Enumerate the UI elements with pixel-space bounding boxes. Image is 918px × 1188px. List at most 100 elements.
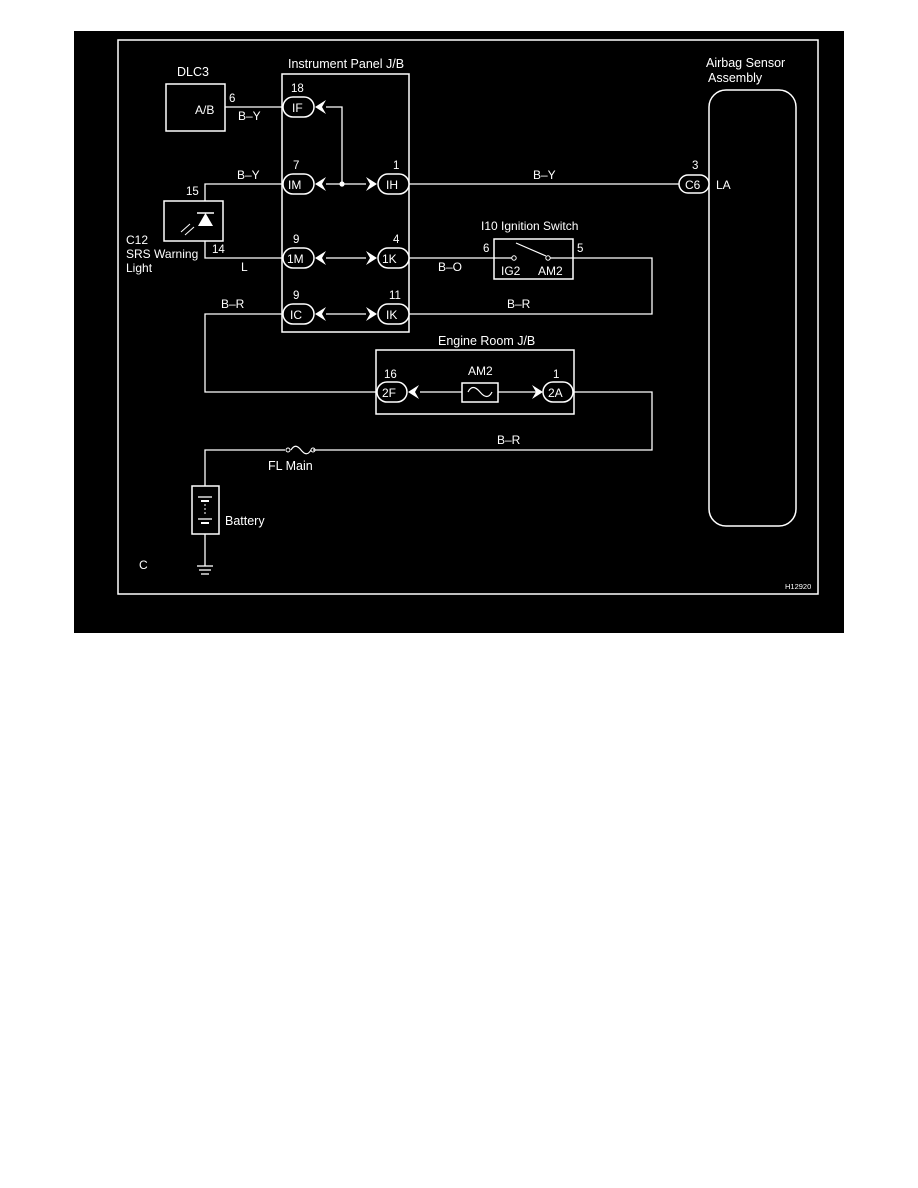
pin-1-2a: 1 <box>553 369 559 381</box>
srs-light-box <box>163 200 224 242</box>
led-ray-icon <box>184 226 195 236</box>
srs-pin-14: 14 <box>212 244 225 256</box>
wire-srs-im <box>204 183 282 201</box>
arrow-2f-icon <box>408 385 419 399</box>
ignition-label: I10 Ignition Switch <box>481 219 578 233</box>
wire-srs-1m <box>204 241 282 259</box>
wire-label-ik-br: B–R <box>507 297 531 311</box>
dlc3-label: DLC3 <box>177 65 209 79</box>
pin-18: 18 <box>291 83 304 95</box>
wires <box>204 106 709 566</box>
connector-ic-label: IC <box>290 308 302 322</box>
wire-label-im-by: B–Y <box>237 168 260 182</box>
arrow-ic-icon <box>315 307 326 321</box>
arrow-im-icon <box>315 177 326 191</box>
arrow-if-icon <box>315 100 326 114</box>
connector-2f-label: 2F <box>382 386 396 400</box>
battery: Battery <box>191 485 265 575</box>
connector-1m <box>282 247 315 269</box>
dlc3-pin-label: A/B <box>195 103 214 117</box>
pin-1: 1 <box>393 160 399 172</box>
wire-label-ic-br: B–R <box>221 297 245 311</box>
engine-room-jb: Engine Room J/B 16 2F AM2 1 2A <box>375 334 575 415</box>
ign-ig2-label: IG2 <box>501 264 521 278</box>
figure-background <box>74 31 844 633</box>
fuse-am2-box <box>461 382 499 403</box>
srs-label-line1: C12 <box>126 233 148 247</box>
connector-1m-label: 1M <box>287 252 304 266</box>
airbag-pin-label: LA <box>716 178 731 192</box>
connector-1k-label: 1K <box>382 252 397 266</box>
wire-color-labels: B–Y B–Y B–Y L B–O B–R B–R B–R <box>221 109 556 447</box>
led-ray-icon <box>180 223 191 233</box>
wire-label-ign-bo: B–O <box>438 260 462 274</box>
airbag-sensor-assembly: Airbag Sensor Assembly LA <box>706 56 797 527</box>
fl-main-fuse: FL Main <box>268 445 316 473</box>
wire-fl-battery <box>204 449 285 486</box>
fuse-terminal-icon <box>310 447 316 453</box>
connector-c6 <box>678 174 710 194</box>
arrow-1k-icon <box>366 251 377 265</box>
srs-label-line2: SRS Warning <box>126 247 198 261</box>
connector-ic <box>282 303 315 325</box>
airbag-box <box>708 89 797 527</box>
wire-label-ih-by: B–Y <box>533 168 556 182</box>
connector-ih-label: IH <box>386 178 398 192</box>
arrow-ik-icon <box>366 307 377 321</box>
fusible-link-icon <box>290 445 312 455</box>
connector-2f <box>376 381 408 403</box>
airbag-label-line2: Assembly <box>708 71 763 85</box>
wire-2a-main <box>313 391 653 451</box>
pin-7: 7 <box>293 160 299 172</box>
erjb-label: Engine Room J/B <box>438 334 535 348</box>
wire-label-srs-l: L <box>241 260 248 274</box>
arrow-ih-icon <box>366 177 377 191</box>
wire-ipjb-internal <box>326 106 343 184</box>
erjb-box <box>375 349 575 415</box>
ipjb-box <box>281 73 410 333</box>
arrow-1m-icon <box>315 251 326 265</box>
airbag-connector: 3 C6 <box>678 160 710 194</box>
wire-ic-2f <box>204 313 376 393</box>
ipjb-label: Instrument Panel J/B <box>288 57 404 71</box>
pin-16: 16 <box>384 369 397 381</box>
fuse-am2-label: AM2 <box>468 364 493 378</box>
switch-lever-icon <box>515 242 547 257</box>
wire-label-dlc-by: B–Y <box>238 109 261 123</box>
fuse-terminal-icon <box>285 447 291 453</box>
srs-pin-15: 15 <box>186 186 199 198</box>
dlc3-pin-number: 6 <box>229 93 235 105</box>
connector-2a-label: 2A <box>548 386 563 400</box>
connector-ik <box>377 303 410 325</box>
ign-pin-5: 5 <box>577 243 583 255</box>
fl-main-label: FL Main <box>268 459 313 473</box>
wire-ign-am2 <box>409 257 653 315</box>
battery-label: Battery <box>225 514 265 528</box>
ign-pin-6: 6 <box>483 243 489 255</box>
pin-9-ic: 9 <box>293 290 299 302</box>
connector-if <box>282 96 315 118</box>
pin-9-1m: 9 <box>293 234 299 246</box>
arrow-2a-icon <box>532 385 543 399</box>
corner-letter: C <box>139 558 148 572</box>
pin-11: 11 <box>389 290 401 302</box>
connector-1k <box>377 247 410 269</box>
instrument-panel-jb: Instrument Panel J/B <box>281 57 410 333</box>
figure-frame <box>117 39 819 595</box>
srs-warning-light: 15 14 C12 SRS Warning Light <box>126 186 225 275</box>
ignition-switch: I10 Ignition Switch 6 5 IG2 AM2 <box>481 219 583 280</box>
ipjb-connectors: 18 IF 7 IM 1 IH 9 1M 4 1K 9 IC 11 IK <box>282 83 410 325</box>
airbag-label-line1: Airbag Sensor <box>706 56 785 70</box>
battery-box <box>191 485 220 535</box>
connector-c6-label: C6 <box>685 178 701 192</box>
connector-im-label: IM <box>288 178 301 192</box>
led-triangle-icon <box>198 213 213 226</box>
connector-ik-label: IK <box>386 308 397 322</box>
srs-label-line3: Light <box>126 261 153 275</box>
connector-im <box>282 173 315 195</box>
ignition-box <box>493 238 574 280</box>
dlc3-connector: DLC3 A/B 6 <box>165 65 235 132</box>
fuse-am2-icon <box>467 386 493 398</box>
ign-am2-label: AM2 <box>538 264 563 278</box>
